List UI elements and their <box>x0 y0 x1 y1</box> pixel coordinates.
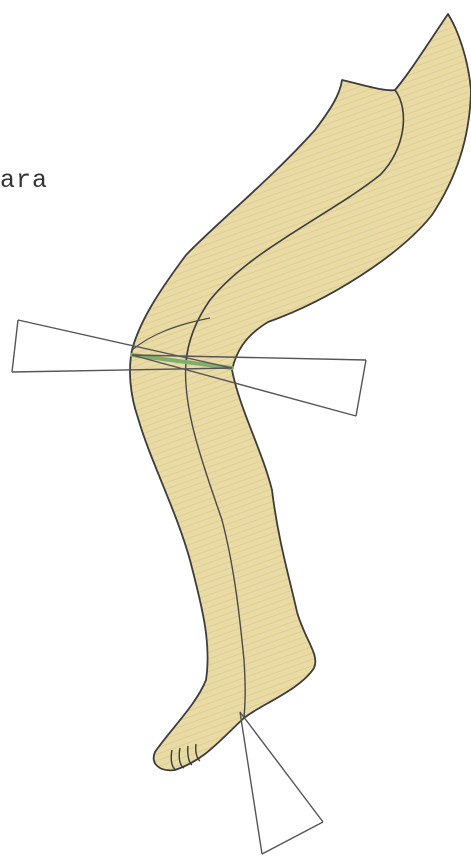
ankle-triangle <box>240 712 323 854</box>
cut-off-label: ara <box>0 166 48 195</box>
leg-shape <box>130 14 471 770</box>
